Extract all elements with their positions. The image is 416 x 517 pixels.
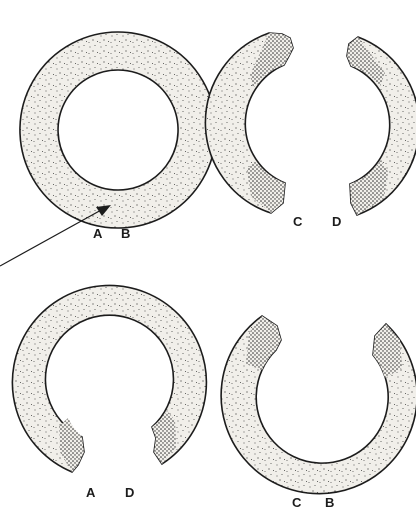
split-half-left [205,33,293,213]
label-split-c: C [293,214,303,229]
open-ring-top-gap [221,316,416,494]
open-ring-bottom-gap [12,286,206,472]
label-open-left-a: A [86,485,96,500]
label-open-right-b: B [325,495,334,510]
open-ring-top-gap-wear-right [373,324,402,378]
ring-complete [20,32,216,228]
label-open-right-c: C [292,495,302,510]
label-ring-complete-b: B [121,226,130,241]
label-split-d: D [332,214,341,229]
split-half-right [347,37,416,215]
ring-complete-body [20,32,216,228]
label-open-left-d: D [125,485,134,500]
split-half-right-wear-bottom [350,160,388,215]
open-ring-bottom-gap-body [12,286,206,472]
label-ring-complete-a: A [93,226,103,241]
